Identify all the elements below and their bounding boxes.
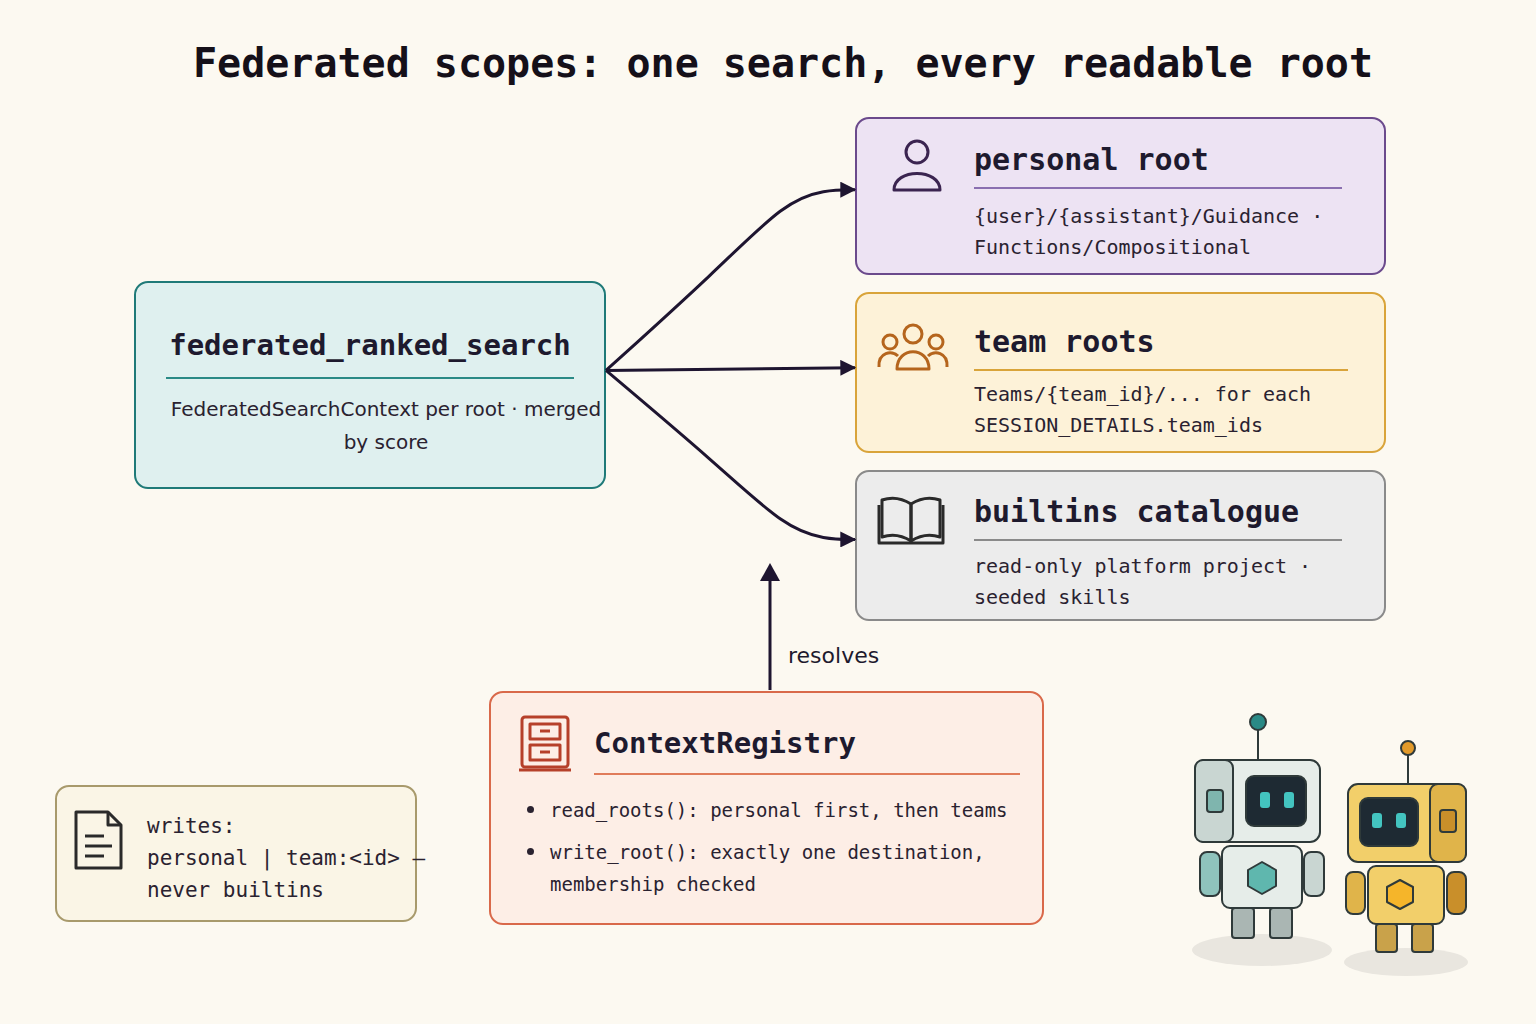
connectors: [606, 190, 855, 540]
robot-illustration-part: [1368, 866, 1444, 924]
robot-illustration-part: [1284, 792, 1294, 808]
box-text: read_roots(): personal first, then teams: [550, 794, 1020, 826]
box-heading: personal root: [974, 142, 1342, 189]
robot-illustration-part: [1372, 813, 1382, 828]
box-heading: federated_ranked_search: [166, 327, 574, 379]
robot-illustration-part: [1412, 924, 1433, 952]
robot-illustration-part: [1396, 813, 1406, 828]
box-text: {user}/{assistant}/Guidance · Functions/…: [974, 201, 1354, 263]
root-box: team rootsTeams/{team_id}/... for each S…: [855, 292, 1386, 453]
robot-illustration-part: [1440, 810, 1456, 832]
box-heading: team roots: [974, 324, 1348, 371]
root-box: personal root {user}/{assistant}/Guidance…: [855, 117, 1386, 275]
resolves-arrow-part: [769, 578, 772, 690]
robot-illustration-part: [1192, 934, 1332, 966]
robot-illustration-part: [1195, 760, 1233, 842]
arrow-connector: [606, 190, 855, 371]
arrow-connector: [606, 368, 855, 371]
robot-illustration-part: [1246, 776, 1306, 826]
robot-illustration-part: [1248, 862, 1276, 894]
box-text: read-only platform project · seeded skil…: [974, 551, 1354, 613]
robot-illustration-part: [1232, 908, 1254, 938]
robot-illustration-part: [1207, 790, 1223, 812]
box-heading: ContextRegistry: [594, 725, 1020, 775]
robot-illustration-part: [1407, 753, 1409, 786]
resolves-arrow: [760, 563, 780, 690]
robot-illustration-part: [1348, 784, 1466, 862]
robot-illustration-part: [1344, 948, 1468, 976]
robot-illustration-part: [1360, 798, 1418, 846]
robot-illustration-part: [1222, 846, 1302, 908]
box-heading: builtins catalogue: [974, 494, 1342, 541]
box-text: FederatedSearchContext per root · merged…: [166, 393, 606, 459]
robot-illustration-part: [1260, 792, 1270, 808]
box-text: Teams/{team_id}/... for each SESSION_DET…: [974, 379, 1354, 441]
note-box: writes:personal | team:<id> — never buil…: [55, 785, 417, 922]
robot-illustration: [1192, 714, 1468, 976]
root-box: builtins catalogue read-only platform pro…: [855, 470, 1386, 621]
registry-box: ContextRegistry read_roots(): personal fi…: [489, 691, 1044, 925]
robot-illustration-part: [1250, 714, 1266, 730]
robot-illustration-part: [1430, 784, 1466, 862]
robot-illustration-part: [1304, 852, 1324, 896]
robot-illustration-part: [1376, 924, 1397, 952]
diagram-title: Federated scopes: one search, every read…: [15, 39, 1536, 87]
robot-illustration-part: [1257, 727, 1259, 762]
robot-illustration-part: [1270, 908, 1292, 938]
robot-illustration-part: [1200, 852, 1220, 896]
resolves-arrow-part: [760, 563, 780, 581]
connector-label: resolves: [788, 642, 879, 670]
box-text: write_root(): exactly one destination, m…: [550, 836, 1020, 900]
box-heading: writes:: [147, 810, 415, 842]
process-box: federated_ranked_searchFederatedSearchCo…: [134, 281, 606, 489]
box-text: personal | team:<id> — never builtins: [147, 842, 437, 906]
arrow-connector: [606, 370, 855, 539]
robot-illustration-part: [1447, 872, 1466, 914]
robot-illustration-part: [1387, 880, 1413, 909]
robot-illustration-part: [1195, 760, 1320, 842]
robot-illustration-part: [1401, 741, 1415, 755]
robot-illustration-part: [1346, 872, 1365, 914]
